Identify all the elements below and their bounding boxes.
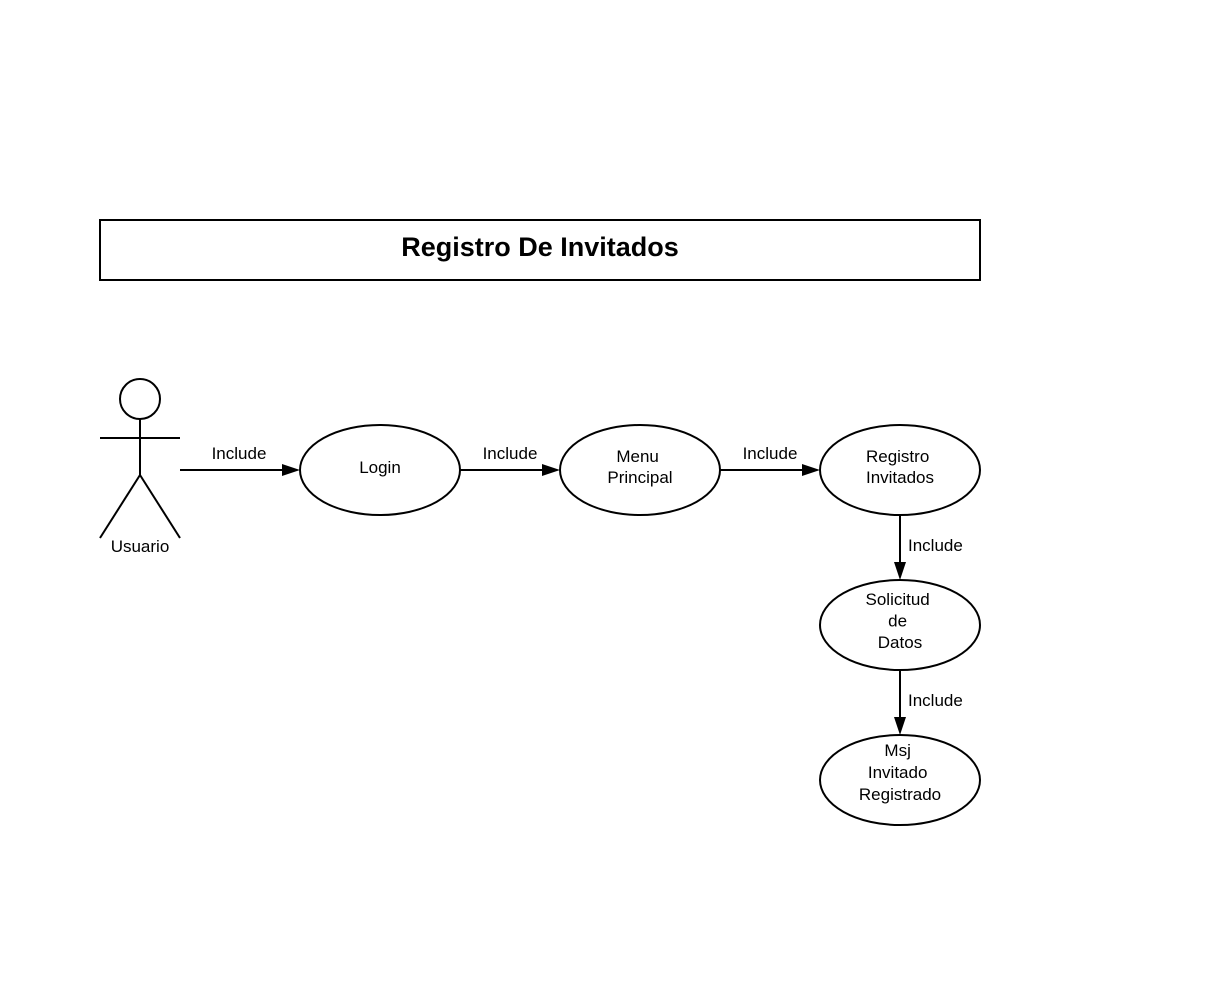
use-case-label: Solicitud de Datos (866, 590, 935, 652)
label-line: Registro (866, 447, 929, 466)
use-case-shape (299, 424, 461, 516)
actor-label: Usuario (111, 537, 170, 556)
use-case-solicitud-de-datos: Solicitud de Datos (819, 579, 981, 671)
edge-actor-to-login: Include (180, 444, 300, 476)
use-case-shape (819, 734, 981, 826)
label-line: Msj (884, 741, 910, 760)
label-line: Invitados (866, 468, 934, 487)
label-line: de (888, 612, 907, 631)
arrow-head-icon (542, 464, 560, 476)
edge-label: Include (908, 691, 963, 710)
edge-label: Include (483, 444, 538, 463)
arrow-head-icon (282, 464, 300, 476)
edge-registro-to-solicitud: Include (894, 515, 963, 580)
use-case-shape (819, 424, 981, 516)
edge-menu-to-registro: Include (720, 444, 820, 476)
system-title-box: Registro De Invitados (99, 219, 981, 281)
actor-usuario: Usuario (99, 378, 181, 556)
label-line: Datos (878, 633, 922, 652)
label-line: Invitado (868, 763, 928, 782)
actor-right-leg (139, 474, 181, 539)
use-case-shape (559, 424, 721, 516)
use-case-menu-principal: Menu Principal (559, 424, 721, 516)
use-case-msj-invitado-registrado: Msj Invitado Registrado (819, 734, 981, 826)
diagram-title: Registro De Invitados (401, 232, 679, 262)
use-case-login: Login (299, 424, 461, 516)
use-case-label: Registro Invitados (866, 447, 934, 487)
actor-head (119, 378, 161, 420)
edge-label: Include (212, 444, 267, 463)
use-case-label: Menu Principal (607, 447, 672, 487)
actor-left-leg (99, 474, 141, 539)
title-frame (99, 219, 981, 281)
arrow-head-icon (894, 717, 906, 735)
edge-login-to-menu: Include (460, 444, 560, 476)
use-case-shape (819, 579, 981, 671)
arrow-head-icon (802, 464, 820, 476)
label-line: Solicitud (866, 590, 930, 609)
label-line: Login (359, 458, 401, 477)
use-case-label: Login (359, 458, 401, 477)
label-line: Menu (616, 447, 659, 466)
use-case-label: Msj Invitado Registrado (859, 741, 941, 804)
edge-label: Include (743, 444, 798, 463)
use-case-registro-invitados: Registro Invitados (819, 424, 981, 516)
label-line: Registrado (859, 785, 941, 804)
arrow-head-icon (894, 562, 906, 580)
label-line: Principal (607, 468, 672, 487)
edge-solicitud-to-msj: Include (894, 670, 963, 735)
edge-label: Include (908, 536, 963, 555)
